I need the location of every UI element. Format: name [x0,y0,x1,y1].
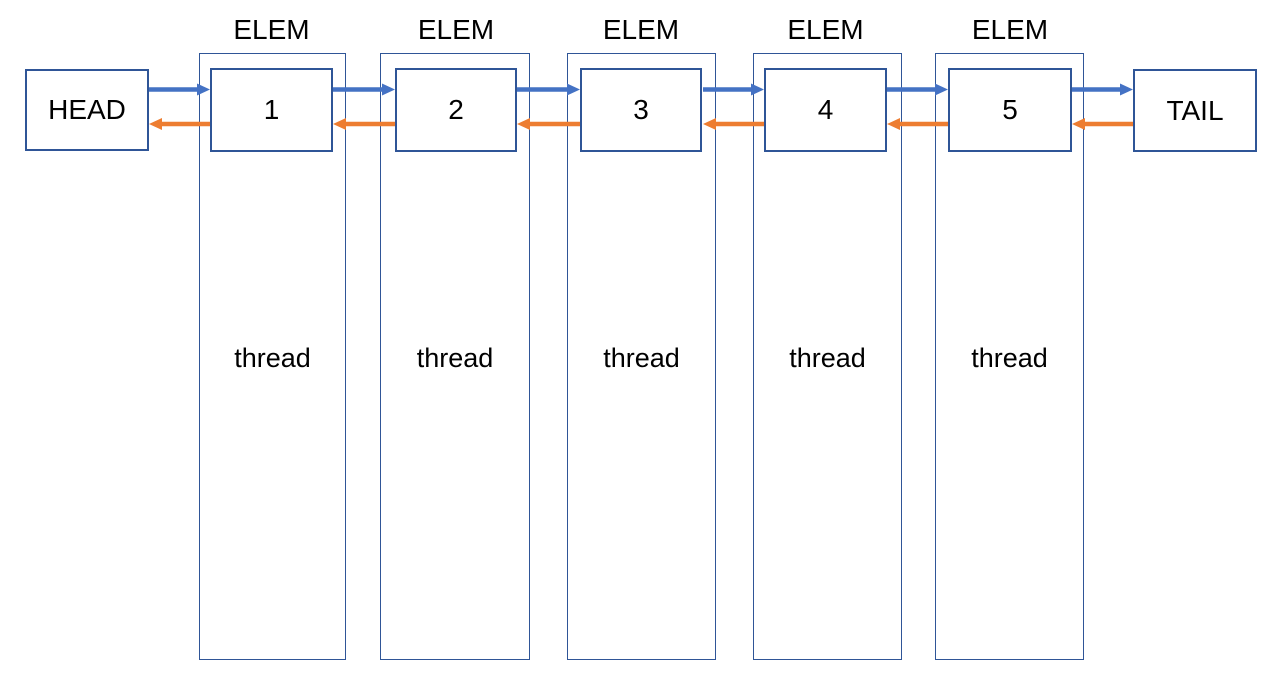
arrow-head [1120,83,1133,96]
thread-label: thread [234,343,311,373]
thread-label: thread [789,343,866,373]
thread-label: thread [971,343,1048,373]
list-node-2: ELEM 2 thread [380,14,530,660]
elem-value-box: 5 [948,68,1072,152]
head-label: HEAD [48,94,126,125]
elem-header-label: ELEM [602,14,680,45]
elem-value: 3 [633,94,649,125]
elem-value: 5 [1002,94,1018,125]
thread-label: thread [603,343,680,373]
thread-box [935,53,1084,660]
head-node-box: HEAD [25,69,149,151]
elem-value-box: 1 [210,68,333,152]
thread-box [199,53,346,660]
thread-box [567,53,716,660]
elem-value: 1 [263,94,280,125]
thread-box [753,53,902,660]
elem-value-box: 4 [764,68,887,152]
elem-value: 4 [817,94,834,125]
thread-label: thread [416,343,494,373]
elem-header-label: ELEM [417,14,495,45]
elem-header-label: ELEM [787,14,864,45]
list-node-4: ELEM 4 thread [753,14,902,660]
elem-header-label: ELEM [971,14,1049,45]
elem-value-box: 2 [395,68,517,152]
list-node-1: ELEM 1 thread [199,14,346,660]
thread-box [380,53,530,660]
elem-header-label: ELEM [233,14,310,45]
list-node-5: ELEM 5 thread [935,14,1084,660]
arrow-head [149,118,162,130]
list-node-3: ELEM 3 thread [567,14,716,660]
tail-label: TAIL [1166,94,1224,126]
tail-node-box: TAIL [1133,69,1257,152]
elem-value: 2 [448,94,464,125]
elem-value-box: 3 [580,68,702,152]
